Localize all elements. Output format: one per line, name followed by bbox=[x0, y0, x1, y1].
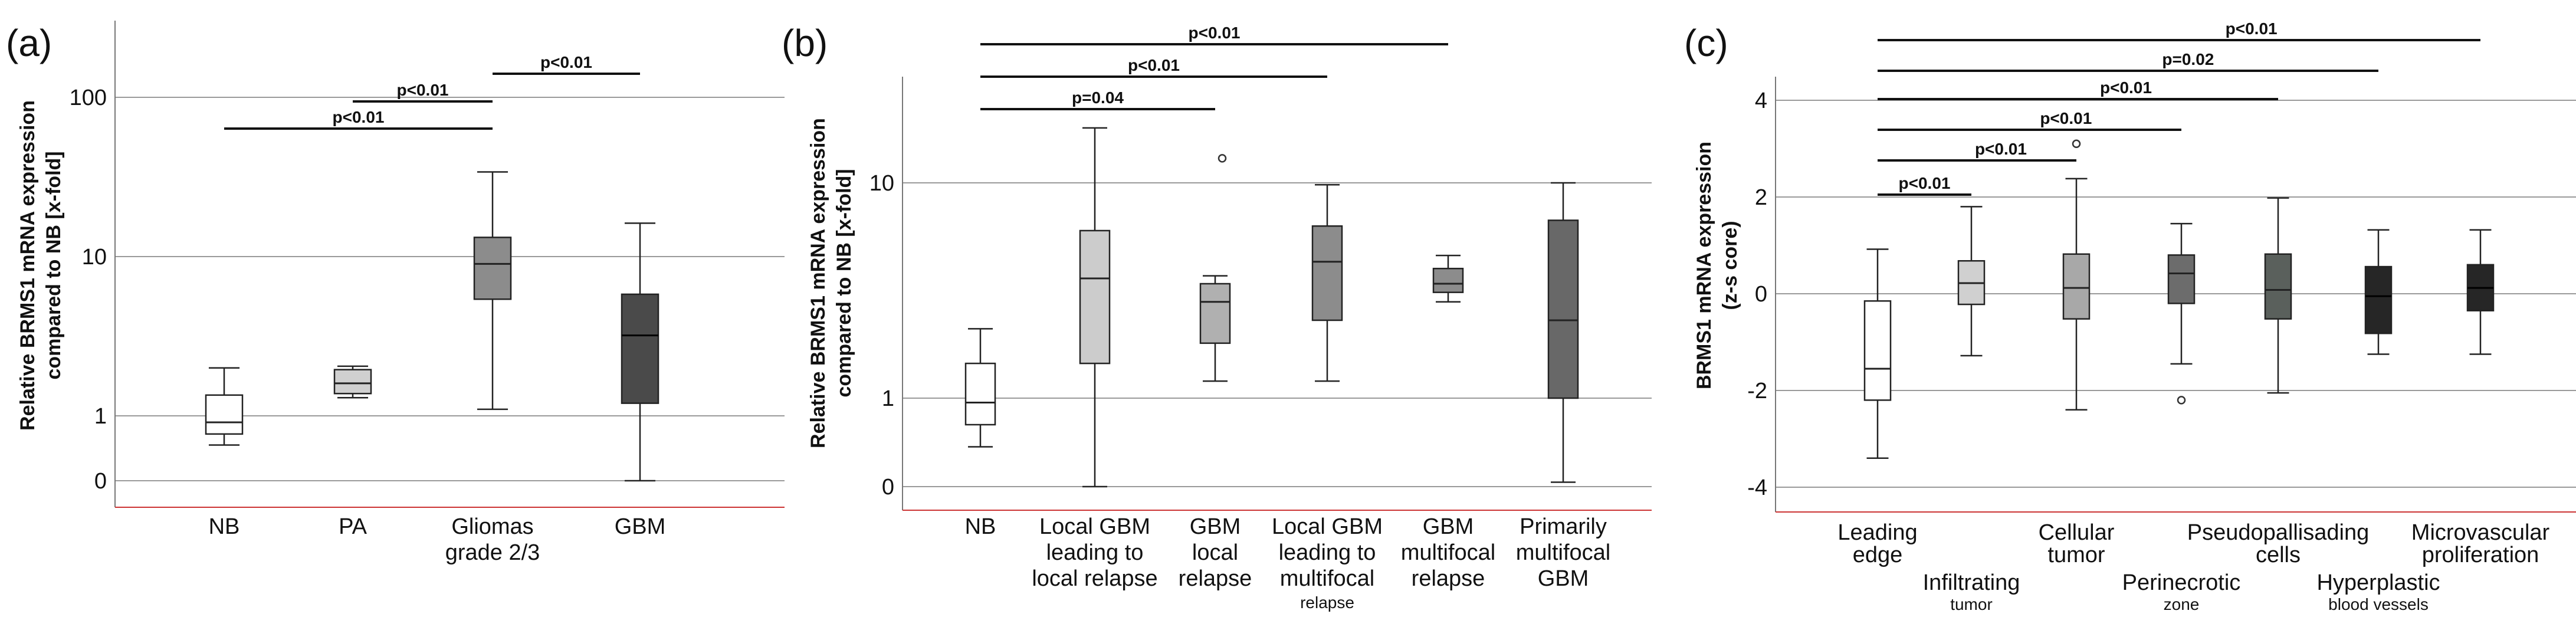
box-iqr bbox=[1199, 283, 1231, 344]
outlier-point bbox=[1218, 154, 1227, 163]
box-iqr bbox=[473, 237, 512, 300]
x-category-label: Hyperplastic bbox=[2316, 570, 2440, 595]
x-category-label: leading to bbox=[1046, 540, 1144, 565]
box-iqr bbox=[1311, 225, 1343, 321]
x-category-label: multifocal bbox=[1280, 566, 1375, 591]
p-value-label: p<0.01 bbox=[1975, 140, 2027, 158]
outlier-point bbox=[2177, 396, 2186, 405]
x-category-label: tumor bbox=[2047, 543, 2105, 567]
x-category-label: PA bbox=[339, 514, 367, 539]
x-category-label: Primarily bbox=[1520, 514, 1607, 539]
box-iqr bbox=[2062, 253, 2091, 320]
x-category-label: GBM bbox=[615, 514, 666, 539]
x-category-label: cells bbox=[2256, 543, 2301, 567]
x-category-sublabel: relapse bbox=[1300, 593, 1354, 612]
x-category-sublabel: tumor bbox=[1950, 595, 1993, 613]
y-axis-title-line: Relative BRMS1 mRNA expression bbox=[17, 100, 39, 431]
p-value-label: p<0.01 bbox=[1899, 174, 1951, 192]
p-value-label: p<0.01 bbox=[333, 108, 385, 126]
box-iqr bbox=[2264, 253, 2292, 320]
x-category-label: proliferation bbox=[2422, 543, 2539, 567]
y-tick-label: 1 bbox=[94, 404, 107, 429]
box-iqr bbox=[2167, 254, 2196, 304]
y-axis-title-line: BRMS1 mRNA expression bbox=[1693, 142, 1715, 389]
x-category-label: NB bbox=[209, 514, 240, 539]
x-category-label: multifocal bbox=[1401, 540, 1496, 565]
panel-letter: (c) bbox=[1684, 22, 1728, 64]
y-axis-title: BRMS1 mRNA expression(z-s core) bbox=[1693, 142, 1741, 389]
x-category-label: relapse bbox=[1179, 566, 1252, 591]
p-value-label: p<0.01 bbox=[2040, 109, 2092, 127]
x-category-label: Cellular bbox=[2039, 520, 2115, 545]
x-category-label: NB bbox=[965, 514, 996, 539]
x-category-label: Infiltrating bbox=[1923, 570, 2020, 595]
x-category-label: Microvascular bbox=[2411, 520, 2550, 545]
x-category-label: multifocal bbox=[1516, 540, 1611, 565]
x-category-label: local relapse bbox=[1032, 566, 1157, 591]
p-value-label: p=0.02 bbox=[2162, 50, 2214, 68]
y-axis-title-line: compared to NB [x-fold] bbox=[42, 151, 65, 379]
box-iqr bbox=[621, 293, 659, 404]
y-tick-label: 10 bbox=[869, 171, 894, 196]
p-value-label: p<0.01 bbox=[1128, 56, 1180, 74]
y-tick-label: 0 bbox=[882, 475, 894, 500]
x-category-label: Local GBM bbox=[1272, 514, 1383, 539]
y-axis-title-line: (z-s core) bbox=[1719, 221, 1741, 310]
p-value-label: p<0.01 bbox=[397, 81, 449, 99]
x-category-label: leading to bbox=[1279, 540, 1376, 565]
y-tick-label: 10 bbox=[82, 245, 107, 270]
p-value-label: p<0.01 bbox=[540, 53, 592, 71]
y-tick-label: 0 bbox=[1755, 282, 1767, 307]
p-value-label: p<0.01 bbox=[2226, 19, 2278, 38]
p-value-label: p<0.01 bbox=[1189, 24, 1241, 42]
x-category-label: edge bbox=[1853, 543, 1903, 567]
box-iqr bbox=[1547, 219, 1579, 399]
x-category-label: GBM bbox=[1190, 514, 1241, 539]
box-iqr bbox=[1863, 300, 1892, 401]
box-iqr bbox=[964, 362, 996, 426]
panel-letter: (b) bbox=[782, 22, 828, 64]
box-iqr bbox=[1079, 229, 1111, 365]
y-axis-title-line: compared to NB [x-fold] bbox=[833, 169, 855, 397]
x-category-label: Leading bbox=[1837, 520, 1917, 545]
panel-letter: (a) bbox=[6, 22, 52, 64]
x-category-label: Pseudopallisading bbox=[2187, 520, 2369, 545]
y-tick-label: 0 bbox=[94, 469, 107, 494]
x-category-label: Local GBM bbox=[1039, 514, 1150, 539]
y-axis-title-line: Relative BRMS1 mRNA expression bbox=[807, 118, 829, 448]
x-category-sublabel: zone bbox=[2164, 595, 2200, 613]
y-tick-label: 4 bbox=[1755, 88, 1767, 113]
x-category-label: relapse bbox=[1412, 566, 1485, 591]
x-category-label: GBM bbox=[1423, 514, 1474, 539]
y-tick-label: 100 bbox=[70, 86, 107, 110]
box-iqr bbox=[2364, 265, 2393, 334]
y-tick-label: 1 bbox=[882, 386, 894, 411]
p-value-label: p<0.01 bbox=[2100, 78, 2152, 97]
outlier-point bbox=[2072, 139, 2081, 149]
x-category-label: Perinecrotic bbox=[2122, 570, 2241, 595]
x-category-label: GBM bbox=[1538, 566, 1589, 591]
x-category-label: local bbox=[1192, 540, 1238, 565]
box-iqr bbox=[333, 369, 372, 395]
y-tick-label: -4 bbox=[1747, 475, 1767, 500]
panel-c: (c) BRMS1 mRNA expression(z-s core) -4 -2 0 2… bbox=[1684, 19, 2576, 613]
y-tick-label: 2 bbox=[1755, 185, 1767, 210]
y-tick-label: -2 bbox=[1747, 379, 1767, 403]
p-value-label: p=0.04 bbox=[1072, 88, 1124, 107]
x-category-sublabel: blood vessels bbox=[2328, 595, 2429, 613]
x-category-label: grade 2/3 bbox=[445, 540, 540, 565]
box-iqr bbox=[1432, 267, 1464, 293]
x-category-label: Gliomas bbox=[451, 514, 533, 539]
box-iqr bbox=[205, 394, 244, 435]
